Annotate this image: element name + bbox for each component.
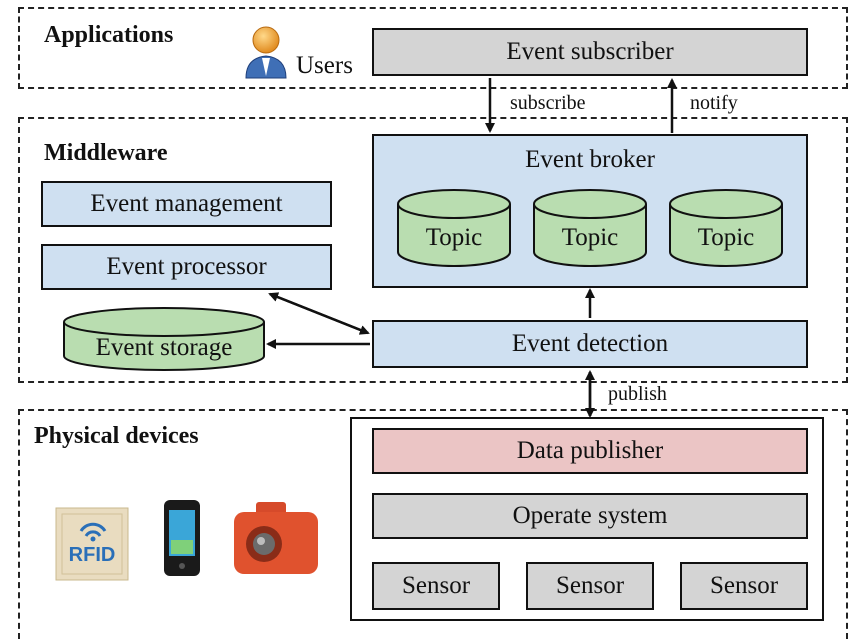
applications-title: Applications xyxy=(44,22,174,48)
event-broker-box: Event broker xyxy=(372,134,808,288)
middleware-title: Middleware xyxy=(44,140,168,166)
event-broker-label: Event broker xyxy=(525,146,655,173)
topic-1: Topic xyxy=(425,224,483,251)
topic-3: Topic xyxy=(697,224,755,251)
event-subscriber-box: Event subscriber xyxy=(372,28,808,76)
publish-label: publish xyxy=(608,383,667,405)
sensor-box-2: Sensor xyxy=(526,562,654,610)
middleware-layer xyxy=(18,117,848,383)
physical-devices-layer xyxy=(18,409,848,639)
sensor-box-3: Sensor xyxy=(680,562,808,610)
event-processor-box: Event processor xyxy=(41,244,332,290)
subscribe-label: subscribe xyxy=(510,92,586,114)
physical-devices-title: Physical devices xyxy=(34,423,199,449)
event-management-box: Event management xyxy=(41,181,332,227)
notify-label: notify xyxy=(690,92,738,114)
users-label: Users xyxy=(296,52,353,79)
rfid-label: RFID xyxy=(68,544,116,566)
event-storage: Event storage xyxy=(95,334,233,361)
data-publisher-box: Data publisher xyxy=(372,428,808,474)
event-detection-box: Event detection xyxy=(372,320,808,368)
topic-2: Topic xyxy=(561,224,619,251)
operate-system-box: Operate system xyxy=(372,493,808,539)
applications-layer xyxy=(18,7,848,89)
sensor-box-1: Sensor xyxy=(372,562,500,610)
